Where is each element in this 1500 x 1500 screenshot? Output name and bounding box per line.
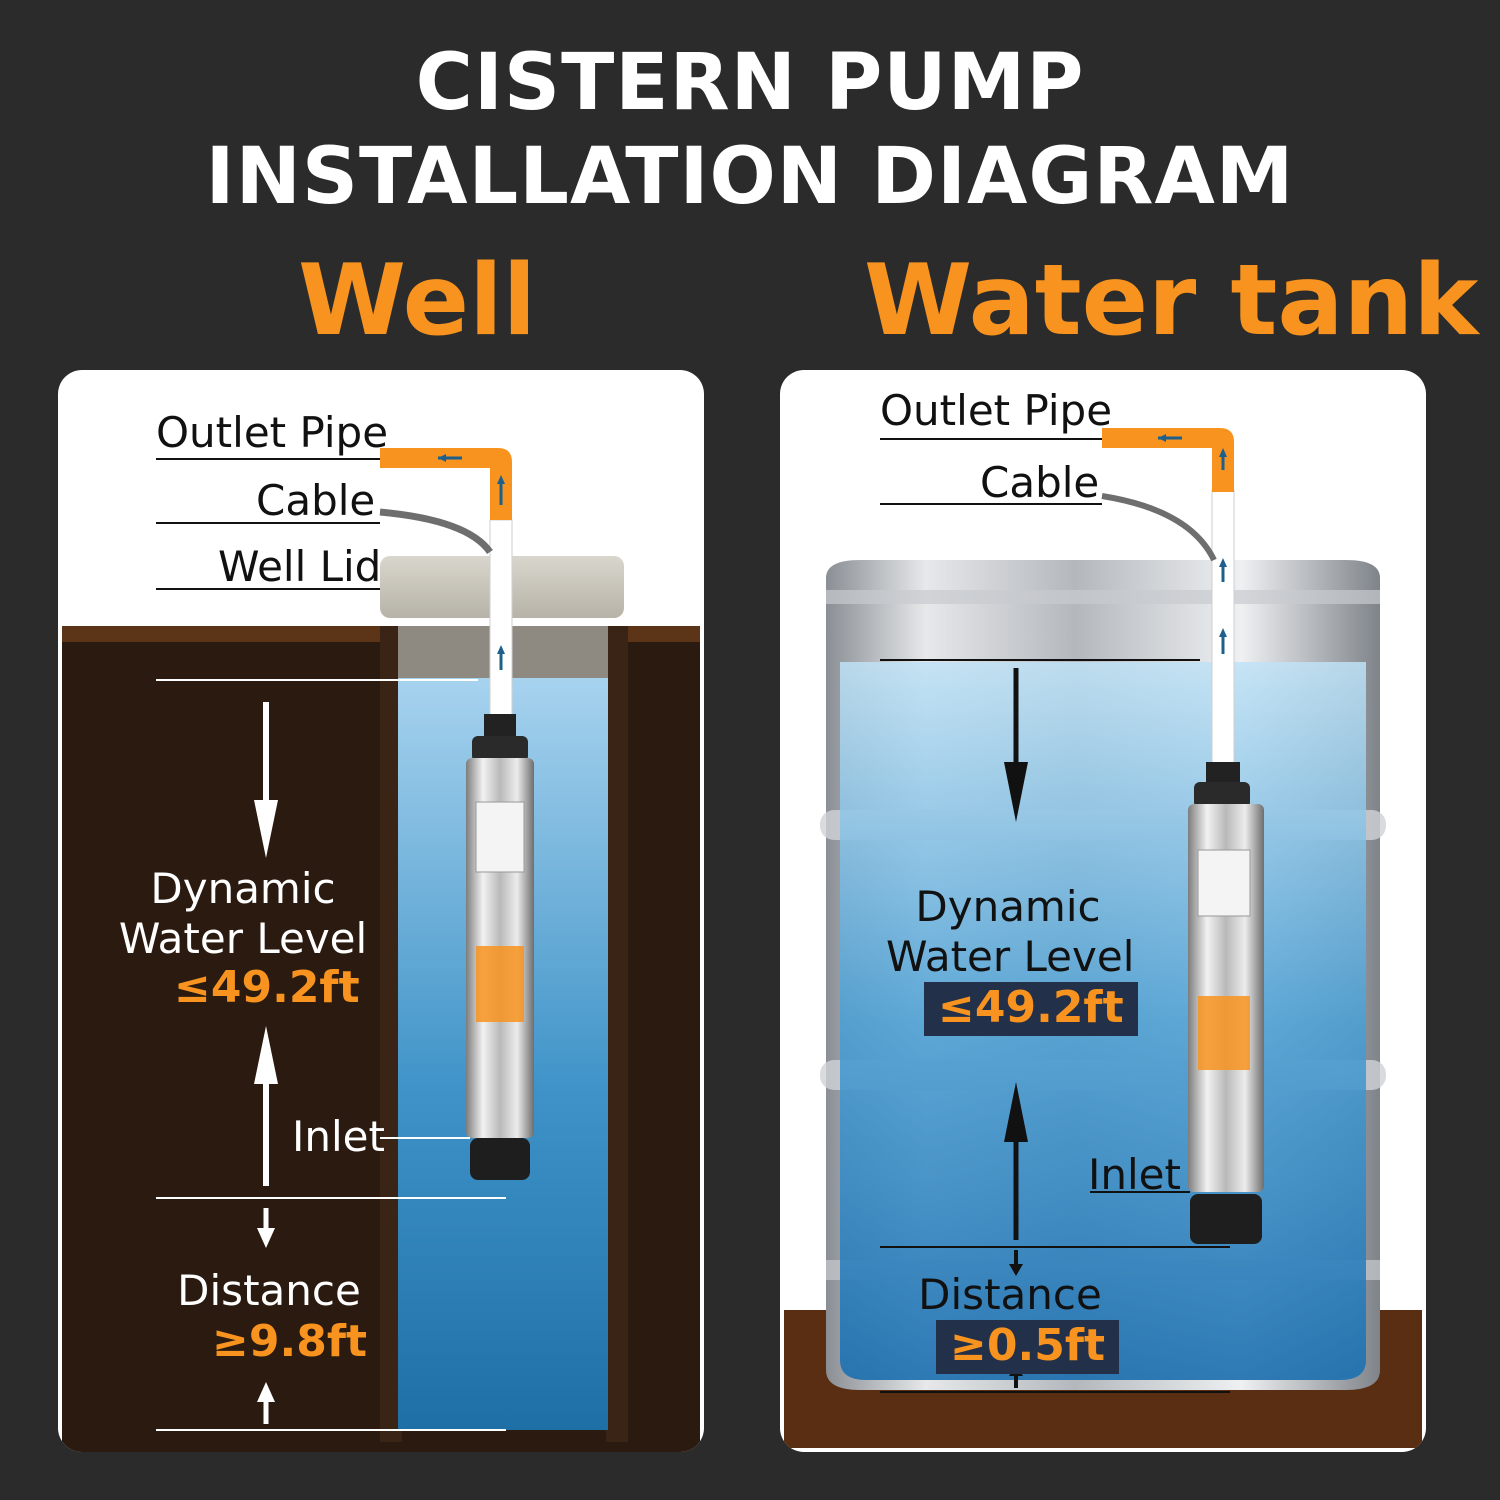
well-panel: Outlet Pipe Cable Well Lid Dynamic Water… (58, 370, 704, 1452)
well-dynamic-label-1: Dynamic (150, 864, 336, 913)
well-wall-left (380, 626, 402, 1442)
pump-spec-label (1197, 849, 1251, 917)
pump-top-cap (484, 714, 516, 740)
cable (379, 508, 493, 555)
well-distance-value: ≥9.8ft (212, 1316, 367, 1367)
well-distance-label: Distance (177, 1266, 361, 1315)
well-inlet-label: Inlet (292, 1112, 385, 1161)
pump-inlet-screen (1190, 1194, 1262, 1244)
well-diagram (62, 448, 700, 1452)
pump-warning-label (1198, 996, 1250, 1070)
tank-distance-label: Distance (918, 1270, 1102, 1319)
well-dynamic-value: ≤49.2ft (174, 962, 360, 1013)
well-dynamic-label-2: Water Level (118, 914, 368, 963)
tank-distance-value: ≥0.5ft (936, 1320, 1119, 1374)
pump-head (472, 736, 528, 762)
pump-warning-label (476, 946, 524, 1022)
well-wall-right (606, 626, 628, 1442)
tank-dynamic-label-1: Dynamic (915, 882, 1101, 931)
tank-outlet-pipe-label: Outlet Pipe (880, 386, 1113, 435)
tank-inlet-label: Inlet (1088, 1150, 1181, 1199)
well-lid-label: Well Lid (218, 542, 382, 591)
tank-dynamic-value: ≤49.2ft (924, 982, 1138, 1036)
pump-head (1194, 782, 1250, 808)
title-line-2: INSTALLATION DIAGRAM (205, 132, 1295, 222)
tank-cable-label: Cable (980, 458, 1100, 507)
cable (1101, 493, 1217, 562)
title-line-1: CISTERN PUMP (415, 38, 1085, 128)
pump-inlet-screen (470, 1138, 530, 1180)
well-cable-label: Cable (256, 476, 376, 525)
tank-panel: Outlet Pipe Cable Dynamic Water Level ≤4… (780, 370, 1426, 1452)
outlet-elbow (380, 448, 512, 520)
well-outlet-pipe-label: Outlet Pipe (156, 408, 389, 457)
outlet-elbow (1102, 428, 1234, 492)
tank-dynamic-label-2: Water Level (886, 932, 1135, 981)
tank-section-title: Water tank (864, 244, 1479, 358)
pump-spec-label (475, 801, 525, 873)
riser-pipe (489, 519, 513, 721)
well-section-title: Well (298, 244, 537, 358)
